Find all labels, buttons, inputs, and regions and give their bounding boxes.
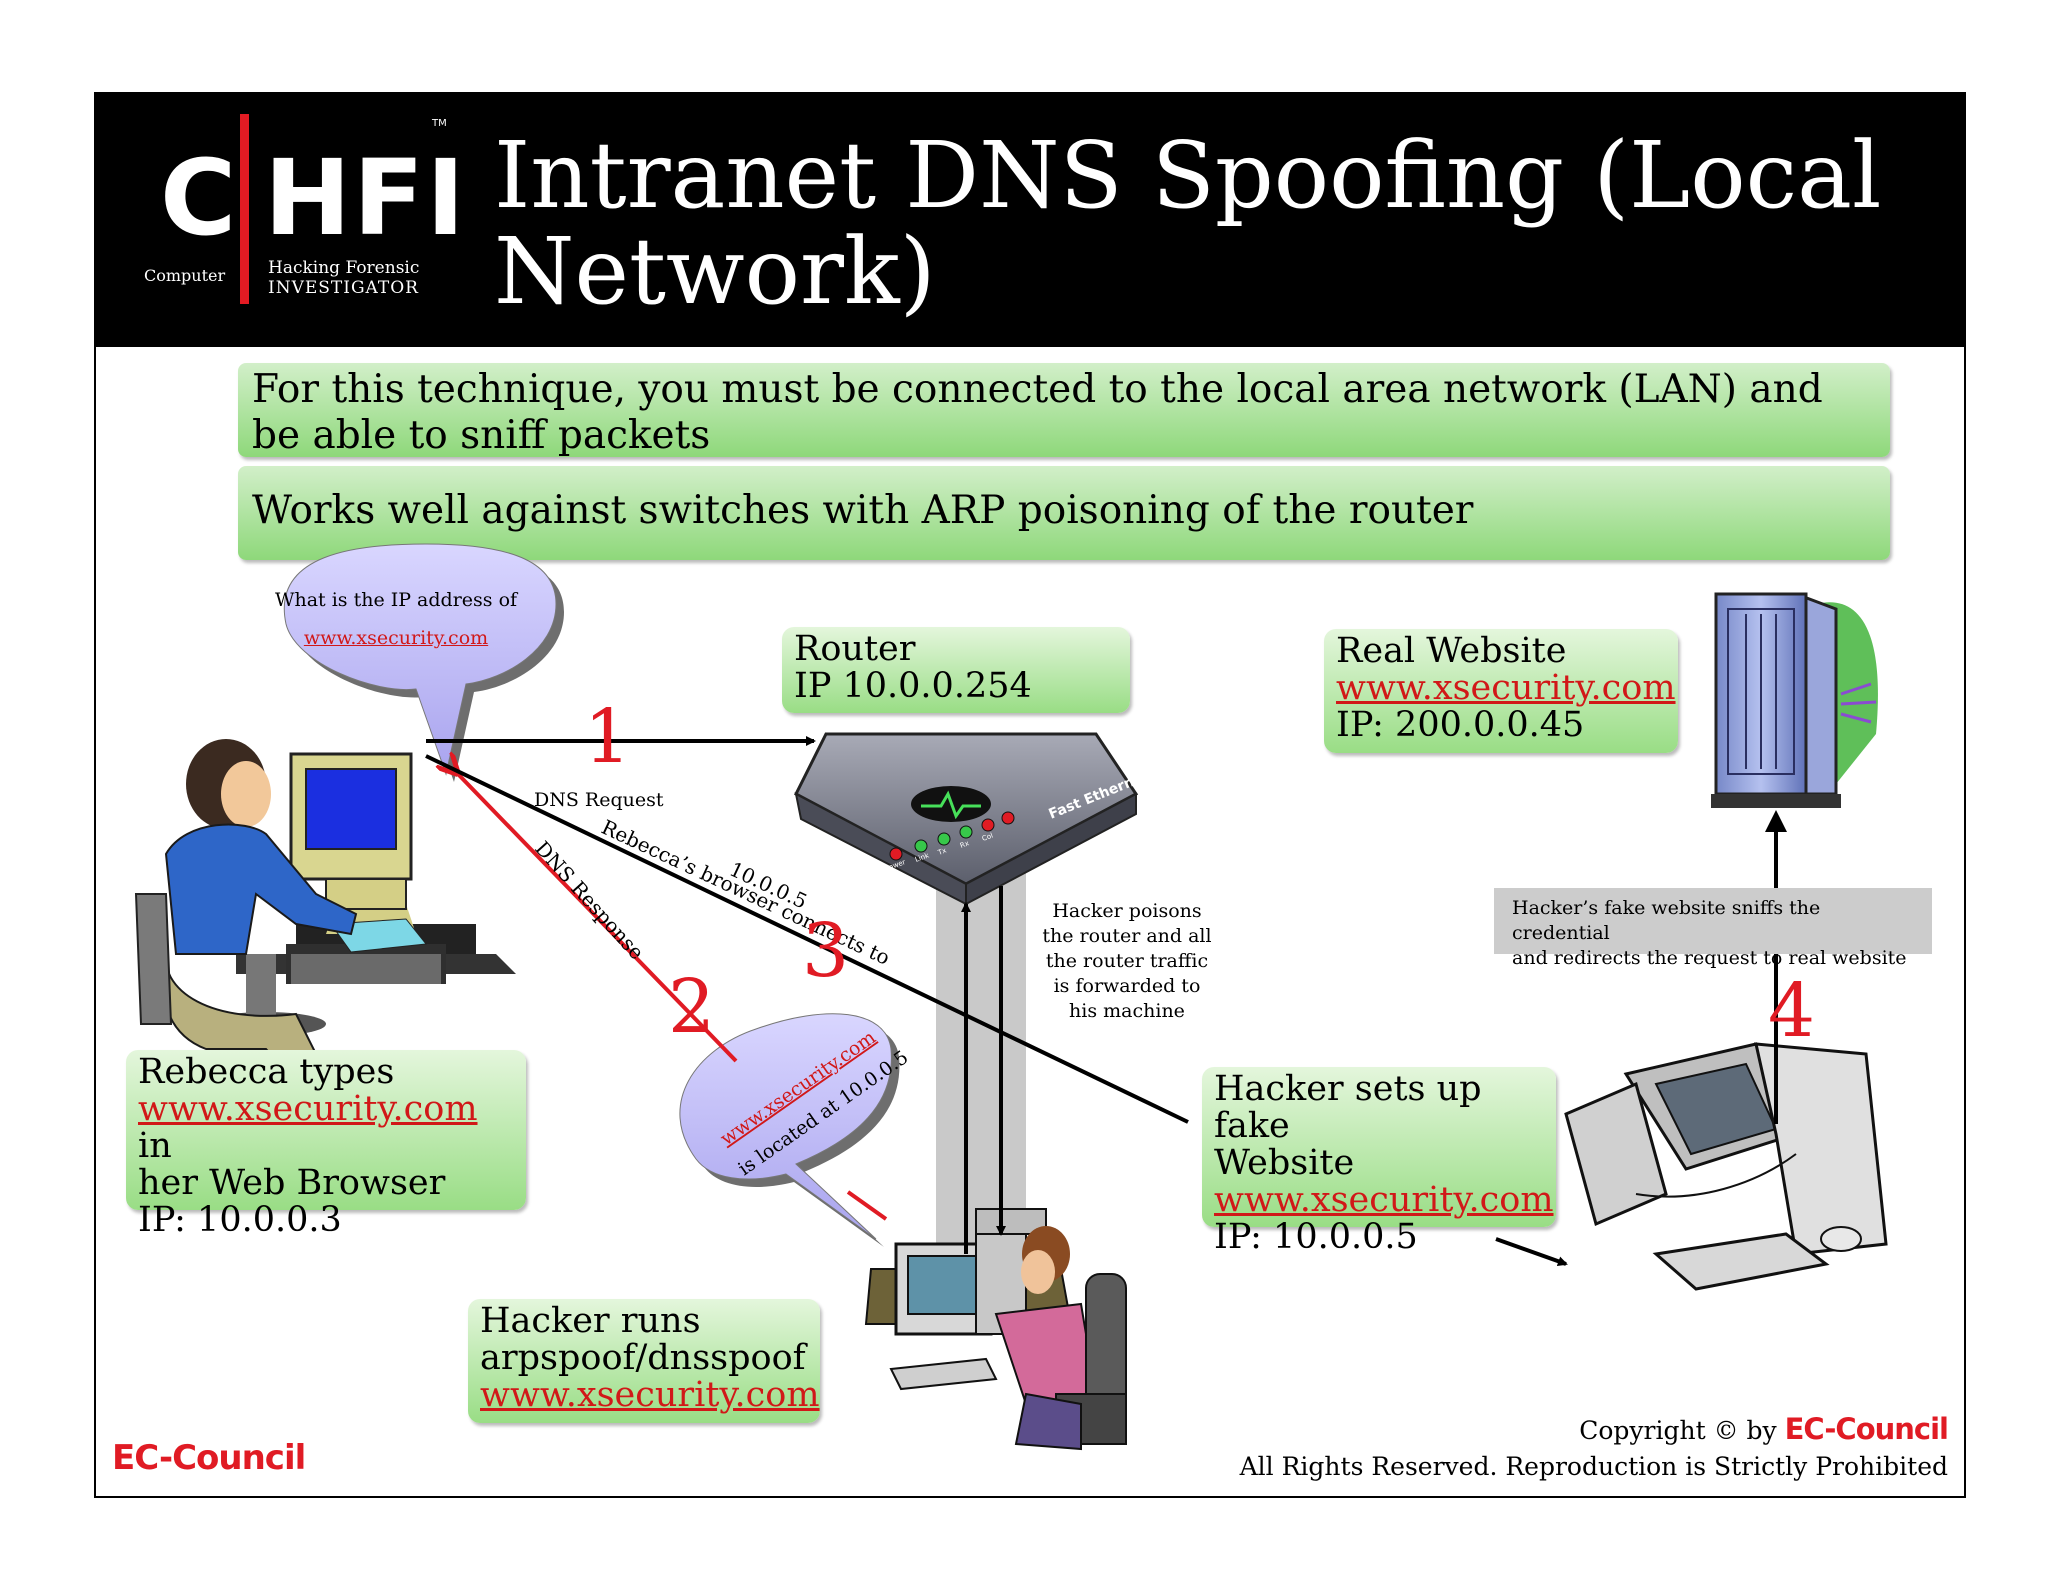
step-number-2: 2 xyxy=(668,964,716,1050)
router-callout-title: Router xyxy=(794,629,916,669)
hacker-fake-line1: Hacker sets up fake xyxy=(1214,1069,1482,1146)
rebecca-callout-line3: her Web Browser xyxy=(138,1163,446,1203)
logo-divider xyxy=(240,114,249,304)
logo-investigator-text: INVESTIGATOR xyxy=(268,278,419,298)
fake-sniffs-line: Hacker’s fake website sniffs the credent… xyxy=(1512,897,1821,944)
rebecca-callout-link[interactable]: www.xsecurity.com xyxy=(138,1089,478,1129)
fake-box-to-computer-arrow xyxy=(1495,1237,1568,1267)
rebecca-computer-illustration xyxy=(134,739,516,1098)
hacker-poisons-label: Hacker poisons the router and all the ro… xyxy=(1032,899,1222,1024)
header-bar: C HFI TM Computer Hacking Forensic INVES… xyxy=(96,94,1964,347)
hacker-poisons-line: the router traffic xyxy=(1045,950,1209,972)
speech-bubble-answer xyxy=(679,1013,900,1247)
step-number-3: 3 xyxy=(802,908,850,994)
real-website-callout: Real Website www.xsecurity.com IP: 200.0… xyxy=(1324,629,1678,753)
router-callout: Router IP 10.0.0.254 xyxy=(782,627,1130,713)
hacker-poisons-line: the router and all xyxy=(1042,925,1212,947)
hacker-runs-line1: Hacker runs xyxy=(480,1301,701,1341)
footer-rights: All Rights Reserved. Reproduction is Str… xyxy=(1239,1452,1948,1481)
step-number-4: 4 xyxy=(1768,968,1816,1054)
hacker-fake-callout: Hacker sets up fake Website www.xsecurit… xyxy=(1202,1067,1556,1256)
step-number-1: 1 xyxy=(584,694,632,780)
page-title: Intranet DNS Spoofing (Local Network) xyxy=(494,122,1882,325)
rebecca-callout-in: in xyxy=(138,1126,172,1166)
hacker-fake-ip: IP: 10.0.0.5 xyxy=(1214,1217,1418,1257)
slide: C HFI TM Computer Hacking Forensic INVES… xyxy=(94,92,1966,1498)
hacker-runs-callout: Hacker runs arpspoof/dnsspoof www.xsecur… xyxy=(468,1299,820,1423)
ec-council-logo-left: EC-Council xyxy=(112,1438,306,1478)
fake-sniffs-label: Hacker’s fake website sniffs the credent… xyxy=(1494,888,1932,969)
hacker-poisons-line: Hacker poisons xyxy=(1052,900,1202,922)
diagram-graphics: Fast Ethernet Router Power Link Tx Rx Co… xyxy=(134,543,1888,1451)
hacker-poisons-line: is forwarded to xyxy=(1053,975,1201,997)
real-website-server xyxy=(1711,592,1878,808)
hacker-illustration xyxy=(864,1208,1127,1451)
dns-response-arrow xyxy=(456,772,738,1063)
bubble-question-link[interactable]: www.xsecurity.com xyxy=(303,627,489,649)
dns-response-tail xyxy=(846,1190,888,1221)
fake-sniffs-line: and redirects the request to real websit… xyxy=(1512,947,1907,969)
bubble-question-text: What is the IP address of xyxy=(274,589,518,611)
bullet-lan-requirement: For this technique, you must be connecte… xyxy=(238,363,1890,458)
speech-bubble-question xyxy=(283,543,564,782)
rebecca-callout: Rebecca types www.xsecurity.com in her W… xyxy=(126,1050,526,1239)
logo-computer-text: Computer xyxy=(144,266,226,285)
hacker-runs-line2: arpspoof/dnsspoof xyxy=(480,1338,806,1378)
ec-council-logo-right: EC-Council xyxy=(1784,1412,1949,1446)
router-callout-ip: IP 10.0.0.254 xyxy=(794,666,1032,706)
browser-connects-line xyxy=(425,754,1189,1124)
dns-request-label: DNS Request xyxy=(534,789,664,811)
svg-text:Col: Col xyxy=(981,832,994,843)
hacker-fake-link[interactable]: www.xsecurity.com xyxy=(1214,1180,1554,1220)
rebecca-callout-ip: IP: 10.0.0.3 xyxy=(138,1200,342,1240)
logo-hacking-forensic-text: Hacking Forensic xyxy=(268,258,420,278)
hacker-fake-line2: Website xyxy=(1214,1143,1355,1183)
hacker-runs-link[interactable]: www.xsecurity.com xyxy=(480,1375,820,1415)
bullet-arp-poisoning: Works well against switches with ARP poi… xyxy=(238,466,1890,560)
real-website-ip: IP: 200.0.0.45 xyxy=(1336,705,1585,745)
real-website-link[interactable]: www.xsecurity.com xyxy=(1336,668,1676,708)
logo-trademark: TM xyxy=(432,118,447,129)
svg-text:Tx: Tx xyxy=(936,846,948,857)
svg-text:Rx: Rx xyxy=(959,839,970,850)
logo-letters-hfi: HFI xyxy=(264,137,467,259)
footer-copyright: Copyright © by EC-Council xyxy=(1579,1412,1949,1446)
hacker-poisons-line: his machine xyxy=(1069,1000,1185,1022)
rebecca-callout-line2: www.xsecurity.com in xyxy=(138,1091,514,1165)
fake-website-computer xyxy=(1564,1042,1888,1291)
router-device xyxy=(794,732,1139,906)
logo-letter-c: C xyxy=(160,137,237,259)
footer-copyright-text: Copyright © by xyxy=(1579,1416,1777,1445)
rebecca-callout-line1: Rebecca types xyxy=(138,1052,395,1092)
real-website-title: Real Website xyxy=(1336,631,1567,671)
